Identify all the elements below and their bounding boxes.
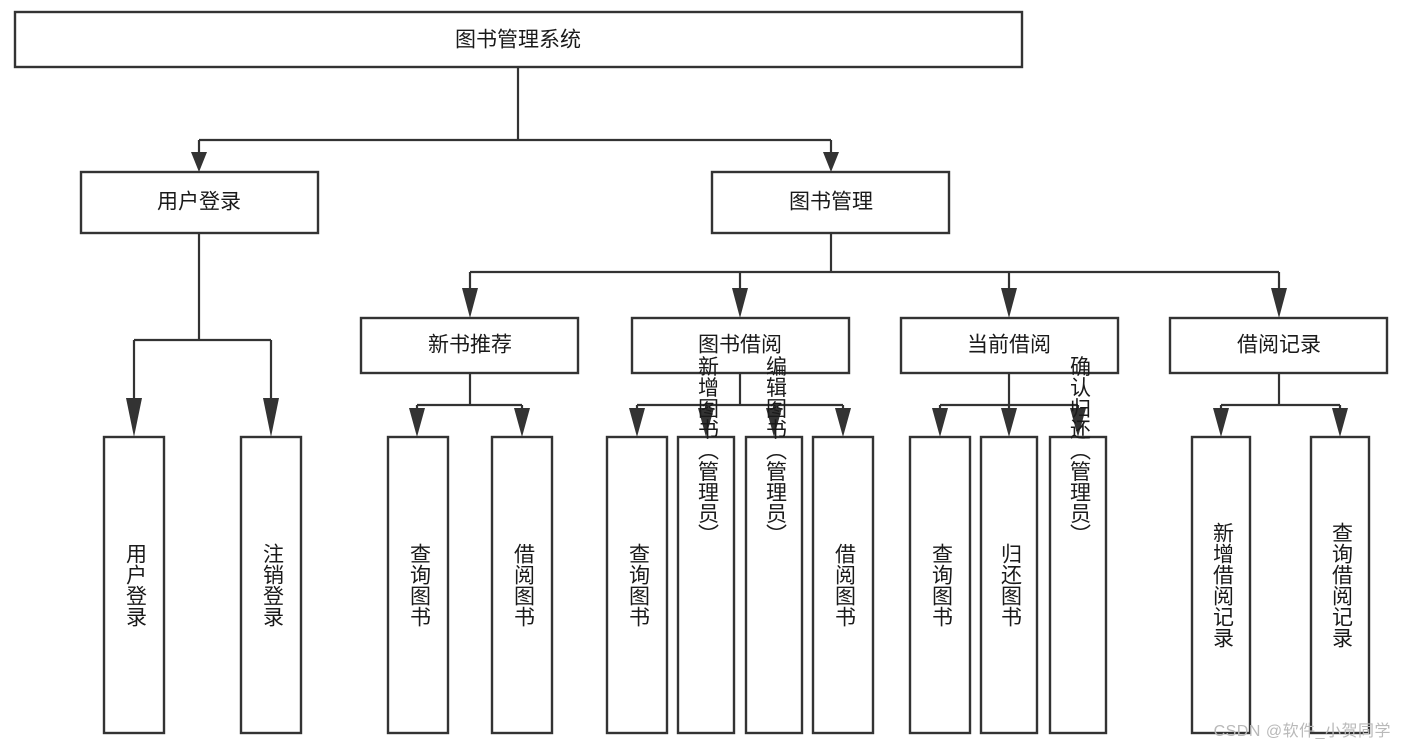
node-borrow-record-box[interactable] xyxy=(1168,316,1389,375)
node-leaf-confirm-return-admin[interactable]: 确认归还（管理员） xyxy=(1048,356,1108,735)
node-leaf-logout-label: 注销登录 xyxy=(260,543,284,627)
node-book-borrow[interactable]: 图书借阅 xyxy=(630,316,851,375)
node-leaf-query-book-2-label: 查询图书 xyxy=(626,543,650,627)
node-current-borrow[interactable]: 当前借阅 xyxy=(899,316,1120,375)
node-leaf-confirm-return-admin-label: 确认归还（管理员） xyxy=(1067,356,1091,545)
node-leaf-edit-book-admin[interactable]: 编辑图书（管理员） xyxy=(744,356,804,735)
node-leaf-edit-book-admin-box[interactable] xyxy=(744,435,804,735)
node-leaf-add-book-admin[interactable]: 新增图书（管理员） xyxy=(676,356,736,735)
arrow-head-icon xyxy=(835,408,851,437)
arrow-head-icon xyxy=(409,408,425,437)
arrow-head-icon xyxy=(191,152,207,172)
node-current-borrow-label: 当前借阅 xyxy=(967,334,1051,357)
connector-layer xyxy=(126,68,1348,437)
node-root[interactable]: 图书管理系统 xyxy=(13,10,1024,69)
node-new-book-rec-box[interactable] xyxy=(359,316,580,375)
node-leaf-query-book-2-box[interactable] xyxy=(605,435,669,735)
node-user-login-label: 用户登录 xyxy=(157,191,241,214)
node-leaf-user-login-box[interactable] xyxy=(102,435,166,735)
node-leaf-return-book-label: 归还图书 xyxy=(998,543,1022,627)
node-leaf-borrow-book-1-box[interactable] xyxy=(490,435,554,735)
node-book-borrow-box[interactable] xyxy=(630,316,851,375)
arrow-head-icon xyxy=(263,398,279,437)
arrow-head-icon xyxy=(932,408,948,437)
node-leaf-add-book-admin-label: 新增图书（管理员） xyxy=(695,356,719,545)
arrow-head-icon xyxy=(1070,408,1086,437)
arrow-head-icon xyxy=(1213,408,1229,437)
node-book-manage-box[interactable] xyxy=(710,170,951,235)
node-leaf-borrow-book-2-box[interactable] xyxy=(811,435,875,735)
node-leaf-add-book-admin-box[interactable] xyxy=(676,435,736,735)
node-root-label: 图书管理系统 xyxy=(455,29,581,52)
node-leaf-borrow-book-1[interactable]: 借阅图书 xyxy=(490,435,554,735)
node-leaf-borrow-book-1-label: 借阅图书 xyxy=(511,543,535,627)
arrow-head-icon xyxy=(698,408,714,437)
arrow-head-icon xyxy=(629,408,645,437)
node-leaf-borrow-book-2[interactable]: 借阅图书 xyxy=(811,435,875,735)
node-book-manage[interactable]: 图书管理 xyxy=(710,170,951,235)
node-leaf-query-book-1-label: 查询图书 xyxy=(407,543,431,627)
node-leaf-add-borrow-record-box[interactable] xyxy=(1190,435,1252,735)
node-borrow-record[interactable]: 借阅记录 xyxy=(1168,316,1389,375)
node-leaf-query-book-2[interactable]: 查询图书 xyxy=(605,435,669,735)
node-leaf-query-book-3-box[interactable] xyxy=(908,435,972,735)
node-user-login-box[interactable] xyxy=(79,170,320,235)
node-borrow-record-label: 借阅记录 xyxy=(1237,334,1321,357)
node-leaf-logout[interactable]: 注销登录 xyxy=(239,435,303,735)
arrow-head-icon xyxy=(732,288,748,318)
arrow-head-icon xyxy=(514,408,530,437)
node-book-manage-label: 图书管理 xyxy=(789,191,873,214)
arrow-head-icon xyxy=(1271,288,1287,318)
node-leaf-user-login-label: 用户登录 xyxy=(123,543,147,627)
node-leaf-logout-box[interactable] xyxy=(239,435,303,735)
node-leaf-borrow-book-2-label: 借阅图书 xyxy=(832,543,856,627)
arrow-head-icon xyxy=(766,408,782,437)
arrow-head-icon xyxy=(1001,288,1017,318)
node-leaf-confirm-return-admin-box[interactable] xyxy=(1048,435,1108,735)
arrow-head-icon xyxy=(1332,408,1348,437)
node-leaf-query-borrow-record-box[interactable] xyxy=(1309,435,1371,735)
node-leaf-add-borrow-record[interactable]: 新增借阅记录 xyxy=(1190,435,1252,735)
node-leaf-query-book-3-label: 查询图书 xyxy=(929,543,953,627)
node-leaf-edit-book-admin-label: 编辑图书（管理员） xyxy=(763,356,787,545)
node-root-box[interactable] xyxy=(13,10,1024,69)
node-leaf-query-book-1-box[interactable] xyxy=(386,435,450,735)
node-current-borrow-box[interactable] xyxy=(899,316,1120,375)
node-leaf-query-book-3[interactable]: 查询图书 xyxy=(908,435,972,735)
node-new-book-rec-label: 新书推荐 xyxy=(428,334,512,357)
arrow-head-icon xyxy=(462,288,478,318)
node-leaf-add-borrow-record-label: 新增借阅记录 xyxy=(1210,522,1234,648)
node-leaf-return-book-box[interactable] xyxy=(979,435,1039,735)
node-user-login[interactable]: 用户登录 xyxy=(79,170,320,235)
node-leaf-query-borrow-record-label: 查询借阅记录 xyxy=(1329,522,1353,648)
node-book-borrow-label: 图书借阅 xyxy=(698,334,782,357)
arrow-head-icon xyxy=(1001,408,1017,437)
node-leaf-return-book[interactable]: 归还图书 xyxy=(979,435,1039,735)
node-leaf-query-book-1[interactable]: 查询图书 xyxy=(386,435,450,735)
node-leaf-user-login[interactable]: 用户登录 xyxy=(102,435,166,735)
arrow-head-icon xyxy=(823,152,839,172)
node-leaf-query-borrow-record[interactable]: 查询借阅记录 xyxy=(1309,435,1371,735)
node-new-book-rec[interactable]: 新书推荐 xyxy=(359,316,580,375)
arrow-head-icon xyxy=(126,398,142,437)
